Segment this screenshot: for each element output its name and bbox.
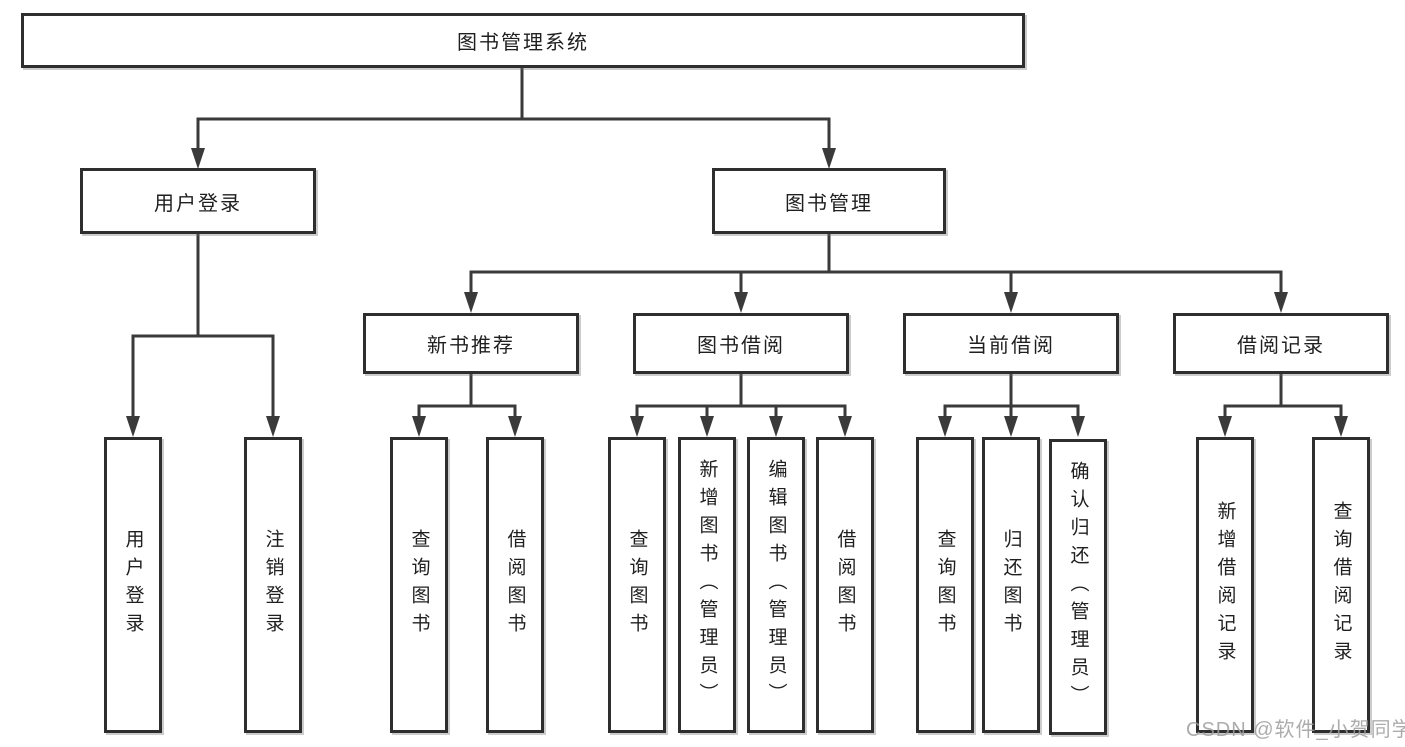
node-add-borrow-record: 新增借阅记录	[1196, 437, 1254, 733]
node-logout: 注销登录	[244, 437, 302, 733]
node-query-books-borrowing: 查询图书	[608, 437, 666, 733]
node-book-management: 图书管理	[712, 168, 946, 234]
node-label: 图书管理系统	[457, 32, 589, 54]
connector-mgmt-branch	[464, 232, 1288, 313]
node-label: 用户登录	[122, 529, 144, 641]
node-user-login-branch: 用户登录	[80, 168, 316, 234]
node-new-book-recommend: 新书推荐	[363, 313, 579, 374]
connector-user-branch	[126, 232, 280, 437]
node-label: 新增图书（管理员）	[696, 459, 718, 711]
node-label: 注销登录	[262, 529, 284, 641]
node-label: 借阅图书	[504, 529, 526, 641]
node-label: 用户登录	[154, 192, 242, 215]
connector-root-to-level2	[191, 66, 836, 169]
connector-section-current	[938, 372, 1085, 437]
node-label: 确认归还（管理员）	[1067, 461, 1089, 713]
node-query-borrow-record: 查询借阅记录	[1312, 437, 1370, 733]
node-book-borrowing: 图书借阅	[633, 313, 849, 374]
node-borrow-books-recommend: 借阅图书	[486, 437, 544, 733]
node-confirm-return-admin: 确认归还（管理员）	[1049, 439, 1107, 735]
node-return-book: 归还图书	[982, 437, 1040, 733]
node-label: 借阅图书	[834, 529, 856, 641]
node-label: 查询借阅记录	[1330, 501, 1352, 669]
node-current-borrowing: 当前借阅	[903, 313, 1119, 374]
node-query-books-recommend: 查询图书	[390, 437, 448, 733]
node-label: 新增借阅记录	[1214, 501, 1236, 669]
node-add-book-admin: 新增图书（管理员）	[678, 437, 736, 733]
node-label: 新书推荐	[427, 335, 515, 357]
node-label: 编辑图书（管理员）	[765, 459, 787, 711]
node-label: 借阅记录	[1237, 335, 1325, 357]
node-label: 查询图书	[408, 529, 430, 641]
node-borrow-books: 借阅图书	[816, 437, 874, 733]
connector-section-borrowing	[630, 372, 852, 437]
node-system-root: 图书管理系统	[21, 13, 1025, 68]
node-label: 归还图书	[1000, 529, 1022, 641]
node-label: 查询图书	[934, 529, 956, 641]
connector-section-records	[1218, 372, 1348, 437]
node-edit-book-admin: 编辑图书（管理员）	[747, 437, 805, 733]
node-borrow-records: 借阅记录	[1173, 313, 1389, 374]
node-query-books-current: 查询图书	[916, 437, 974, 733]
connector-section-new-book	[412, 372, 522, 437]
node-label: 查询图书	[626, 529, 648, 641]
node-label: 图书管理	[785, 192, 873, 215]
node-label: 当前借阅	[967, 335, 1055, 357]
node-user-login: 用户登录	[104, 437, 162, 733]
watermark: CSDN @软件_小贺同学	[1186, 719, 1405, 741]
node-label: 图书借阅	[697, 335, 785, 357]
